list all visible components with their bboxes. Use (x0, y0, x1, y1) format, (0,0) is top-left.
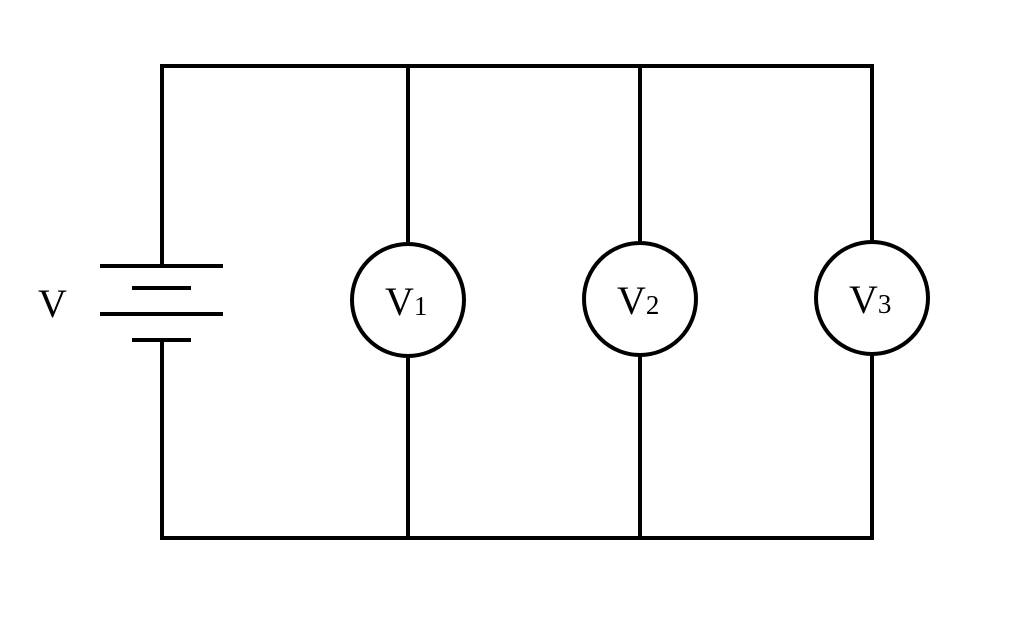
voltmeter-2-label: V2 (617, 278, 659, 323)
voltmeter-2: V2 (582, 241, 698, 357)
battery-symbol (100, 264, 223, 342)
voltmeter-3-symbol: V (849, 277, 878, 322)
voltmeter-1: V1 (350, 242, 466, 358)
voltmeter-2-subscript: 2 (646, 290, 660, 320)
voltmeter-1-circle (350, 242, 466, 358)
voltmeter-3-subscript: 3 (878, 289, 892, 319)
voltmeter-3-label: V3 (849, 277, 891, 322)
voltmeter-2-circle (582, 241, 698, 357)
voltmeter-1-label: V1 (385, 279, 427, 324)
voltmeter-2-symbol: V (617, 278, 646, 323)
battery-label: V (38, 281, 67, 326)
voltmeter-3: V3 (814, 240, 930, 356)
voltmeter-1-subscript: 1 (414, 291, 428, 321)
voltmeter-3-circle (814, 240, 930, 356)
voltmeter-1-symbol: V (385, 279, 414, 324)
